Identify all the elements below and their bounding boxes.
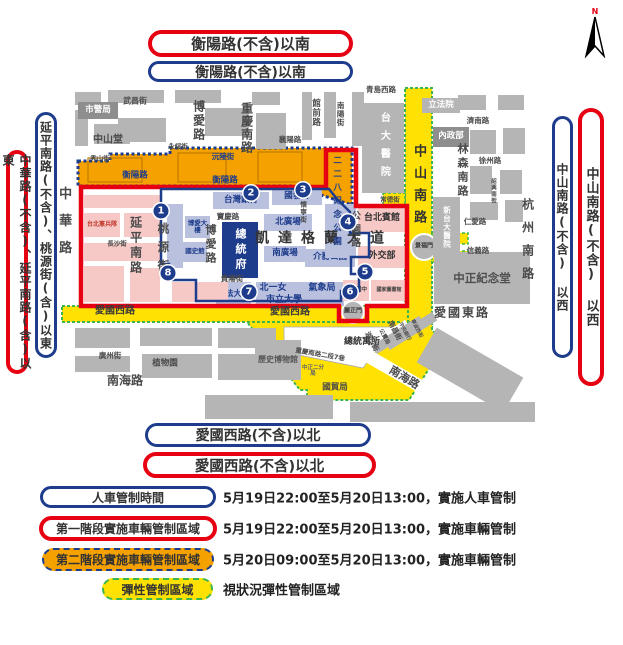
orange-building (257, 151, 303, 183)
legend-desc-flexible: 視狀況彈性管制區域 (223, 583, 341, 599)
compass-n-label: N (591, 7, 599, 16)
orange-building (87, 157, 143, 183)
block-ningbo-st (384, 311, 438, 351)
compass: N (580, 8, 610, 60)
legend-desc-control-time: 5月19日22:00至5月20日13:00，實施人車管制 (223, 491, 517, 507)
zone-flex-zhongshan-rd (404, 87, 433, 329)
legend-box-flexible: 彈性管制區域 (102, 578, 213, 600)
banner-hengyang-south-blue: 衡陽路(不含)以南 (148, 61, 353, 82)
banner-yanping-east-blue: 延平南路(不含)、桃源街(含)以東 (35, 112, 57, 358)
legend-desc-stage1: 5月19日22:00至5月20日13:00，實施車輛管制 (223, 522, 517, 538)
banner-aiguo-north-red: 愛國西路(不含)以北 (143, 452, 376, 478)
north-arrow-icon (584, 16, 606, 59)
legend-box-stage1: 第一階段實施車輛管制區域 (39, 516, 217, 541)
legend-box-control-time: 人車管制時間 (40, 486, 216, 508)
legend-desc-stage2: 5月20日09:00至5月20日13:00，實施車輛管制 (223, 553, 517, 569)
banner-zhongshan-west-blue: 中山南路(不含) 以西 (552, 116, 573, 358)
banner-zhonghua-east-red: 中華路(不含)、延平南路(含)以東 (1, 150, 32, 374)
legend-box-stage2: 第二階段實施車輛管制區域 (42, 548, 214, 571)
block-southeast (416, 327, 524, 413)
street-nanhai-diagonal (340, 336, 460, 413)
orange-building (177, 152, 227, 183)
boundary-stage1-red (78, 147, 410, 324)
banner-zhongshan-west-red: 中山南路(不含) 以西 (578, 108, 604, 386)
banner-hengyang-south-red: 衡陽路(不含)以南 (148, 30, 353, 57)
boundary-pedestrian-navy (159, 187, 371, 303)
banner-aiguo-north-blue: 愛國西路(不含)以北 (145, 423, 371, 447)
